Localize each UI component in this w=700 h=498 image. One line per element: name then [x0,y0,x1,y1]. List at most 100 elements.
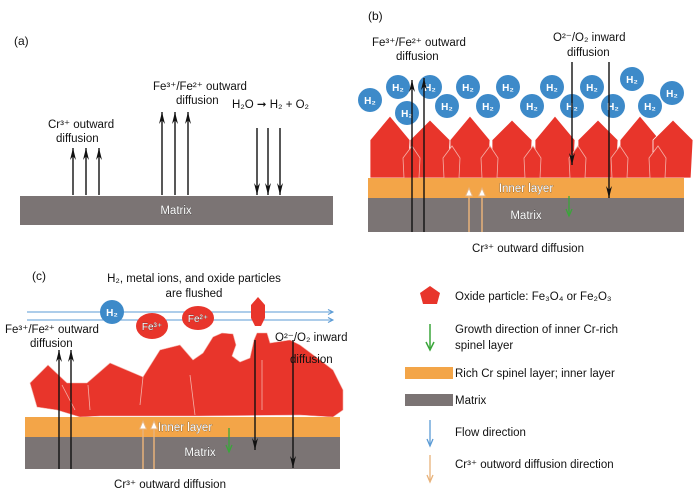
cr-label: Cr³⁺ outward diffusion [472,243,584,255]
legend: Oxide particle: Fe₃O₄ or Fe₂O₃ Growth di… [405,286,618,484]
fe-label-line1: Fe³⁺/Fe²⁺ outward [5,324,99,336]
h2-text: H₂ [392,83,404,94]
o-label-line2: diffusion [567,47,610,59]
h2-text: H₂ [502,83,514,94]
matrix-label: Matrix [184,447,216,459]
cr-arrow-head [426,474,434,484]
arrow-head [56,350,62,362]
matrix-bar [20,196,333,225]
matrix-label: Matrix [160,205,192,217]
h2-bubble [638,94,662,118]
arrow-head [606,186,612,198]
matrix-swatch [405,394,453,406]
arrow-head [277,183,283,195]
arrow-head [70,148,76,160]
diffusion-arrows [56,340,296,469]
h2-text: H₂ [644,102,656,113]
h2-text: H₂ [364,96,376,107]
arrow-head [421,78,427,90]
h2-bubble [660,81,684,105]
fe-label-line2: diffusion [176,95,219,107]
diffusion-arrows [409,62,612,232]
fe3-ion [136,313,168,339]
h2-text: H₂ [546,83,558,94]
arrow-head [409,80,415,92]
panel-a-label: (a) [14,34,29,48]
h2-bubble [540,75,564,99]
matrix-bar [25,437,340,469]
diffusion-arrows [70,112,283,195]
h2-text: H₂ [424,83,436,94]
legend-cr: Cr³⁺ outword diffusion direction [455,459,614,471]
h2-text: H₂ [586,83,598,94]
o-label-line1: O²⁻/O₂ inward [553,32,626,44]
arrow-head [464,186,474,197]
fe3-text: Fe³⁺ [142,322,162,333]
oxide-particle-icon [420,286,440,304]
matrix-label: Matrix [510,210,542,222]
fe2-ion [182,306,214,330]
panel-a: (a) Cr³⁺ outward diffusion Fe³⁺/Fe²⁺ out… [14,34,333,225]
h2-bubble [435,94,459,118]
h2-bubble [496,75,520,99]
arrow-head [96,148,102,160]
h2-text: H₂ [607,102,619,113]
inner-layer-bar [368,178,684,198]
panel-c: (c) H₂, metal ions, and oxide particles … [5,269,348,491]
fe2-text: Fe²⁺ [188,314,208,325]
arrow-head [149,419,159,430]
fe-label-line2: diffusion [396,51,439,63]
h2-text: H₂ [441,102,453,113]
h2-bubble [580,75,604,99]
legend-inner: Rich Cr spinel layer; inner layer [455,368,615,380]
fe-label-line1: Fe³⁺/Fe²⁺ outward [153,81,247,93]
arrow-head [225,444,233,454]
cr-label-line2: diffusion [56,133,99,145]
grain-boundaries [61,360,263,416]
h2-bubble [386,75,410,99]
panel-c-label: (c) [32,269,46,283]
fe-label-line1: Fe³⁺/Fe²⁺ outward [372,37,466,49]
arrow-head [290,456,296,468]
arrow-head [138,419,148,430]
inner-layer-label: Inner layer [158,422,213,434]
inner-layer-label: Inner layer [499,183,554,195]
arrow-head [565,208,573,218]
title-line2: are flushed [166,288,223,300]
inner-layer-bar [25,417,340,437]
o-label-line1: O²⁻/O₂ inward [275,332,348,344]
legend-growth-line1: Growth direction of inner Cr-rich [455,324,618,336]
fe-label-line2: diffusion [30,338,73,350]
legend-growth-line2: spinel layer [455,340,513,352]
arrow-head [477,186,487,197]
panel-b: (b) Fe³⁺/Fe²⁺ outward diffusion O²⁻/O₂ i… [358,9,694,255]
matrix-bar [368,198,684,232]
arrow-head [159,112,165,124]
h2-bubbles: H₂H₂H₂H₂H₂H₂H₂H₂H₂H₂H₂H₂H₂H₂H₂H₂ [358,67,684,125]
arrow-head [265,183,271,195]
h2-text: H₂ [106,308,118,319]
flow-arrow-head [426,438,434,448]
flow-arrow-head [327,309,335,315]
h2-bubble [601,94,625,118]
h2-bubble [456,75,480,99]
arrow-head [252,438,258,450]
inner-layer-swatch [405,367,453,379]
oxide-crystals [369,115,694,179]
arrow-head [172,112,178,124]
o-label-line2: diffusion [290,354,333,366]
flushed-oxide-particle [251,297,265,326]
panel-b-label: (b) [368,9,383,23]
arrow-head [185,112,191,124]
reaction-text: H₂O ➞ H₂ + O₂ [232,99,309,111]
cr-label: Cr³⁺ outward diffusion [114,479,226,491]
cr-label-line1: Cr³⁺ outward [48,119,114,131]
flow-lines [27,309,335,323]
oxide-crystal [534,115,576,179]
h2-text: H₂ [462,83,474,94]
arrow-head [254,183,260,195]
growth-arrow-head [425,341,435,352]
legend-matrix: Matrix [455,395,487,407]
arrow-head [68,350,74,362]
